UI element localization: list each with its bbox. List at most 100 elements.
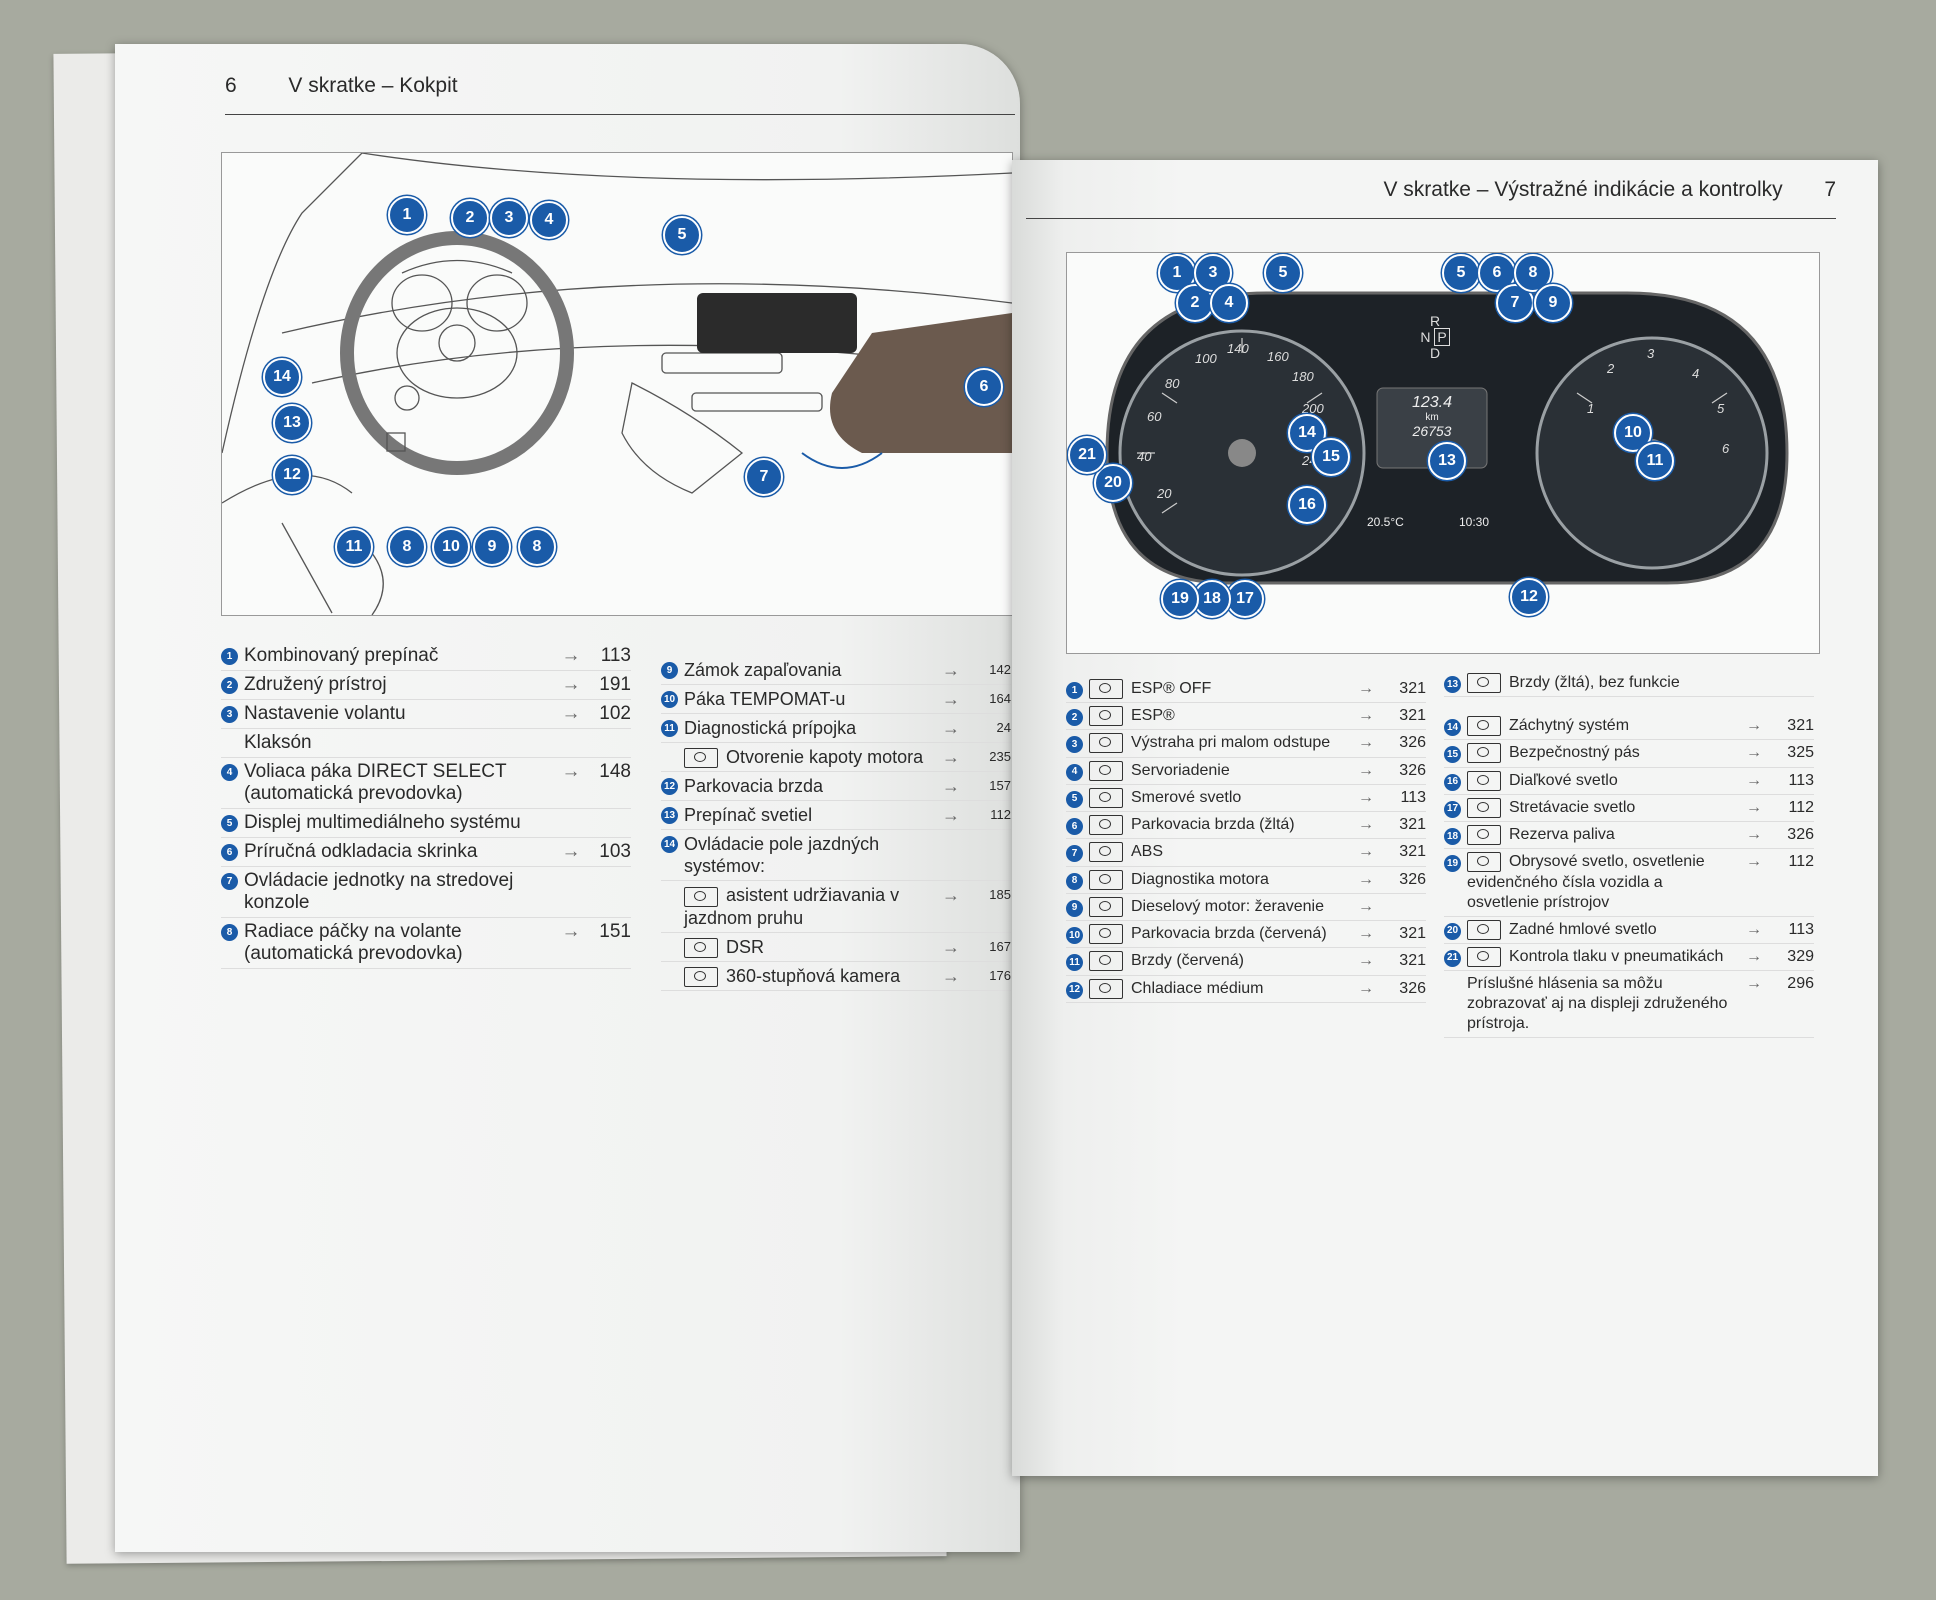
clock: 10:30 (1459, 515, 1490, 529)
svg-text:2: 2 (1606, 361, 1615, 376)
low-beam-icon (1467, 797, 1501, 818)
page-ref: 113 (1788, 771, 1814, 789)
item-label: Zámok zapaľovania (684, 660, 842, 680)
arrow-icon: → (561, 841, 581, 862)
item-label: Parkovacia brzda (684, 776, 824, 797)
trip-display: 123.4 km 26753 (1377, 388, 1487, 439)
svg-text:80: 80 (1165, 376, 1180, 391)
gear-d: D (1429, 345, 1441, 361)
arrow-icon: → (942, 885, 960, 906)
item-label: Nastavenie volantu (244, 703, 406, 724)
callout-20: 20 (1094, 464, 1132, 502)
callout-9: 9 (1534, 284, 1572, 322)
arrow-icon: → (1746, 975, 1762, 993)
item-number: 7 (221, 873, 238, 890)
svg-text:40: 40 (1137, 449, 1152, 464)
list-item: 5 Displej multimediálneho systému (221, 809, 631, 838)
item-label: Voliaca páka DIRECT SELECT (automatická … (244, 761, 507, 804)
item-label: Záchytný systém (1509, 717, 1630, 735)
arrow-icon: → (1358, 843, 1374, 861)
arrow-icon: → (942, 936, 960, 957)
engine-diagnostics-icon (1089, 869, 1123, 890)
gear-r: R (1429, 313, 1441, 329)
item-number (661, 968, 678, 985)
item-number: 12 (1066, 981, 1083, 999)
list-item: Príslušné hlásenia sa môžu zobrazovať aj… (1444, 971, 1814, 1039)
item-label: Bezpečnostný pás (1509, 744, 1640, 762)
warning-triangle-icon (1089, 733, 1123, 754)
abs-icon (1089, 842, 1123, 863)
restraint-system-icon (1467, 716, 1501, 737)
page-ref: 148 (599, 761, 631, 782)
seatbelt-icon (1467, 743, 1501, 764)
page-ref: 321 (1399, 816, 1426, 834)
tire-pressure-icon (1467, 946, 1501, 967)
arrow-icon: → (561, 921, 581, 942)
item-number: 20 (1444, 922, 1461, 940)
arrow-icon: → (1746, 947, 1762, 965)
arrow-icon: → (561, 703, 581, 724)
page-ref: 321 (1399, 843, 1426, 861)
page-ref: 321 (1399, 952, 1426, 970)
high-beam-icon (1467, 770, 1501, 791)
item-label: Chladiace médium (1131, 979, 1264, 997)
item-number: 17 (1444, 800, 1461, 818)
item-label: Prepínač svetiel (684, 805, 813, 826)
item-label: Páka TEMPOMAT-u (684, 689, 846, 709)
item-number: 15 (1444, 746, 1461, 764)
power-steering-icon (1089, 760, 1123, 781)
side-lights-icon (1467, 852, 1501, 873)
callout-12: 12 (273, 456, 311, 494)
item-number: 3 (221, 706, 238, 723)
hood-icon (684, 748, 718, 769)
item-number: 18 (1444, 828, 1461, 846)
item-number: 6 (221, 844, 238, 861)
arrow-icon: → (1358, 925, 1374, 943)
item-label: ESP® (1131, 707, 1175, 725)
esp-off-icon (1089, 679, 1123, 699)
item-number: 5 (221, 815, 238, 832)
item-label: Brzdy (červená) (1131, 952, 1244, 970)
arrow-icon: → (561, 674, 581, 695)
item-number: 19 (1444, 855, 1461, 873)
item-number: 1 (1066, 682, 1083, 699)
right-page: V skratke – Výstražné indikácie a kontro… (1012, 160, 1878, 1476)
arrow-icon: → (942, 805, 960, 826)
item-label: Brzdy (žltá), bez funkcie (1509, 674, 1680, 692)
page-ref: 326 (1399, 979, 1426, 997)
cockpit-drawing (222, 153, 1012, 615)
page-ref: 167 (989, 938, 1011, 954)
svg-text:6: 6 (1722, 441, 1730, 456)
page-title: V skratke – Výstražné indikácie a kontro… (1383, 178, 1783, 201)
page-ref: 113 (1788, 920, 1814, 938)
callout-12: 12 (1510, 578, 1548, 616)
callout-5a: 5 (1264, 254, 1302, 292)
item-label: Displej multimediálneho systému (244, 812, 521, 833)
callout-21: 21 (1068, 436, 1106, 474)
callout-7: 7 (745, 458, 783, 496)
callout-9: 9 (473, 528, 511, 566)
item-label: Dieselový motor: žeravenie (1131, 898, 1324, 916)
callout-11: 11 (335, 528, 373, 566)
arrow-icon: → (561, 761, 581, 782)
arrow-icon: → (1358, 897, 1374, 915)
item-label: Ovládacie jednotky na stredovej konzole (244, 870, 514, 913)
arrow-icon: → (1358, 952, 1374, 970)
item-number: 14 (661, 836, 678, 854)
callout-5b: 5 (1442, 254, 1480, 292)
item-number: 13 (1444, 676, 1461, 693)
item-label: asistent udržiavania v jazdnom pruhu (684, 885, 900, 928)
